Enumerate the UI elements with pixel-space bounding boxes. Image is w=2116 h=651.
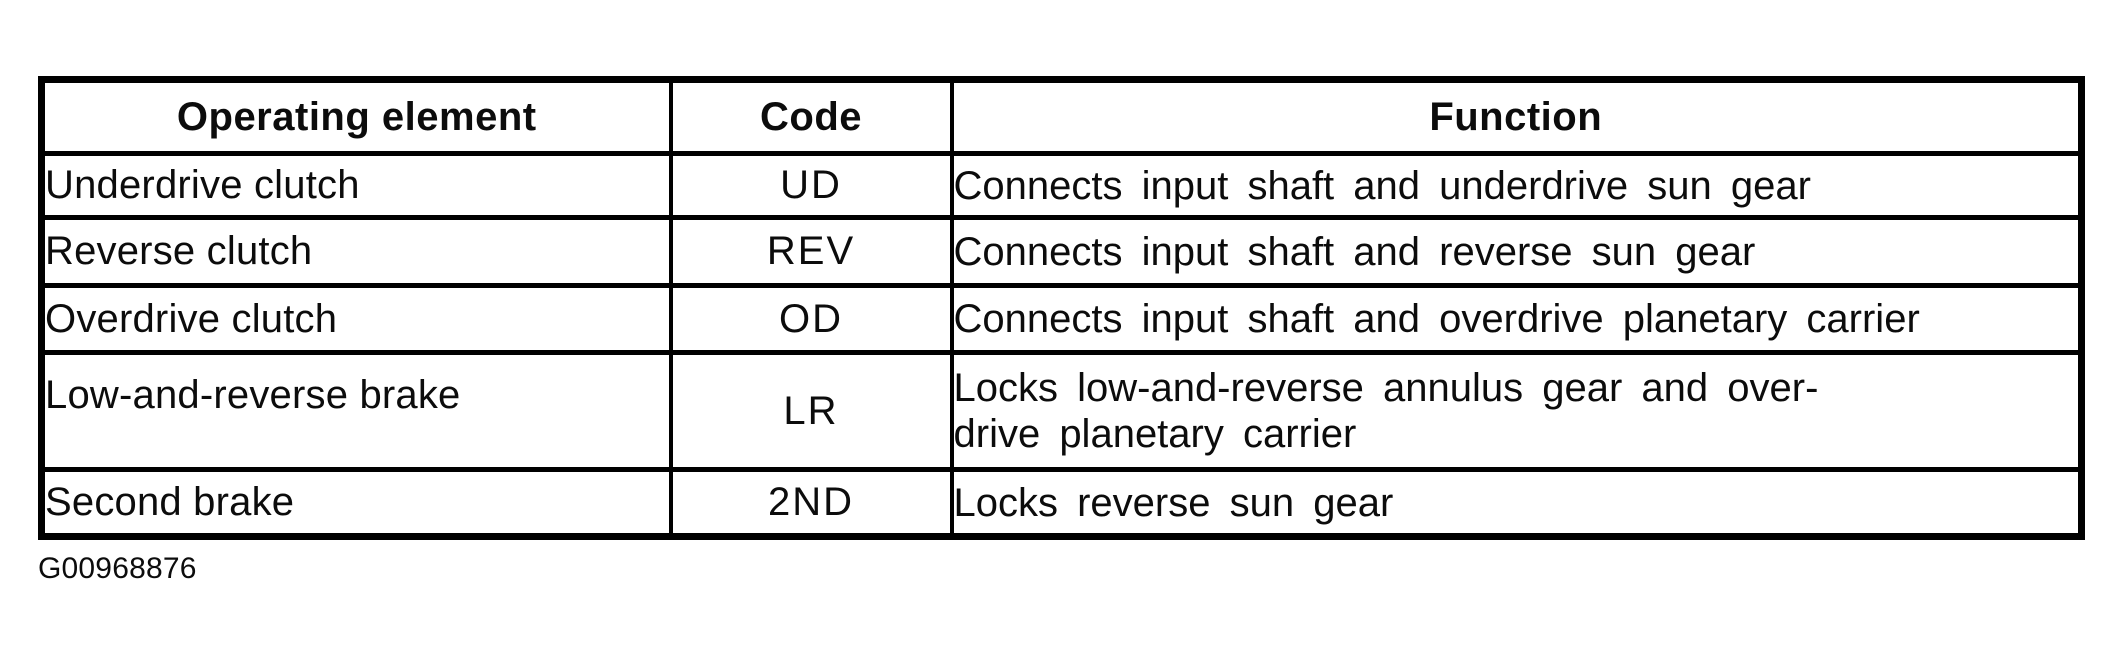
cell-text: Overdrive clutch <box>45 296 338 341</box>
cell-operating-element: Underdrive clutch <box>39 151 673 220</box>
table-row: Underdrive clutch UD Connects input shaf… <box>39 151 2084 220</box>
cell-text: Locks low-and-reverse annulus gear and o… <box>953 366 1819 456</box>
header-function: Function <box>949 77 2084 156</box>
cell-function: Connects input shaft and underdrive sun … <box>949 151 2084 220</box>
cell-operating-element: Reverse clutch <box>39 215 673 288</box>
cell-function: Locks reverse sun gear <box>949 467 2084 539</box>
cell-operating-element: Overdrive clutch <box>39 283 673 355</box>
header-operating-element: Operating element <box>39 77 673 156</box>
table-header-row: Operating element Code Function <box>39 77 2084 156</box>
cell-text: Low-and-reverse brake <box>45 373 461 417</box>
table-row: Low-and-reverse brake LR Locks low-and-r… <box>39 350 2084 472</box>
cell-text: 2ND <box>767 480 855 524</box>
cell-text: Connects input shaft and reverse sun gea… <box>953 229 1756 274</box>
cell-text: Reverse clutch <box>45 229 313 273</box>
cell-operating-element: Low-and-reverse brake <box>39 350 673 472</box>
operating-elements-table: Operating element Code Function Underdri… <box>38 76 2085 540</box>
cell-text: OD <box>779 296 843 341</box>
cell-text: Second brake <box>45 480 295 524</box>
header-code: Code <box>668 77 954 156</box>
table-row: Overdrive clutch OD Connects input shaft… <box>39 283 2084 355</box>
cell-text: REV <box>766 229 856 273</box>
table-row: Second brake 2ND Locks reverse sun gear <box>39 467 2084 539</box>
cell-function: Connects input shaft and reverse sun gea… <box>949 215 2084 288</box>
cell-code: LR <box>668 350 954 472</box>
cell-text: Connects input shaft and underdrive sun … <box>953 163 1811 208</box>
cell-operating-element: Second brake <box>39 467 673 539</box>
cell-code: UD <box>668 151 954 220</box>
cell-text: LR <box>783 388 839 433</box>
cell-function: Connects input shaft and overdrive plane… <box>949 283 2084 355</box>
cell-code: OD <box>668 283 954 355</box>
cell-text: Connects input shaft and overdrive plane… <box>953 297 1920 341</box>
figure-code-label: G00968876 <box>38 552 197 585</box>
cell-text: UD <box>780 163 842 207</box>
cell-code: REV <box>668 215 954 288</box>
cell-function: Locks low-and-reverse annulus gear and o… <box>949 350 2084 472</box>
cell-text: Locks reverse sun gear <box>953 480 1394 525</box>
cell-code: 2ND <box>668 467 954 539</box>
cell-text: Underdrive clutch <box>45 163 360 207</box>
table-row: Reverse clutch REV Connects input shaft … <box>39 215 2084 288</box>
